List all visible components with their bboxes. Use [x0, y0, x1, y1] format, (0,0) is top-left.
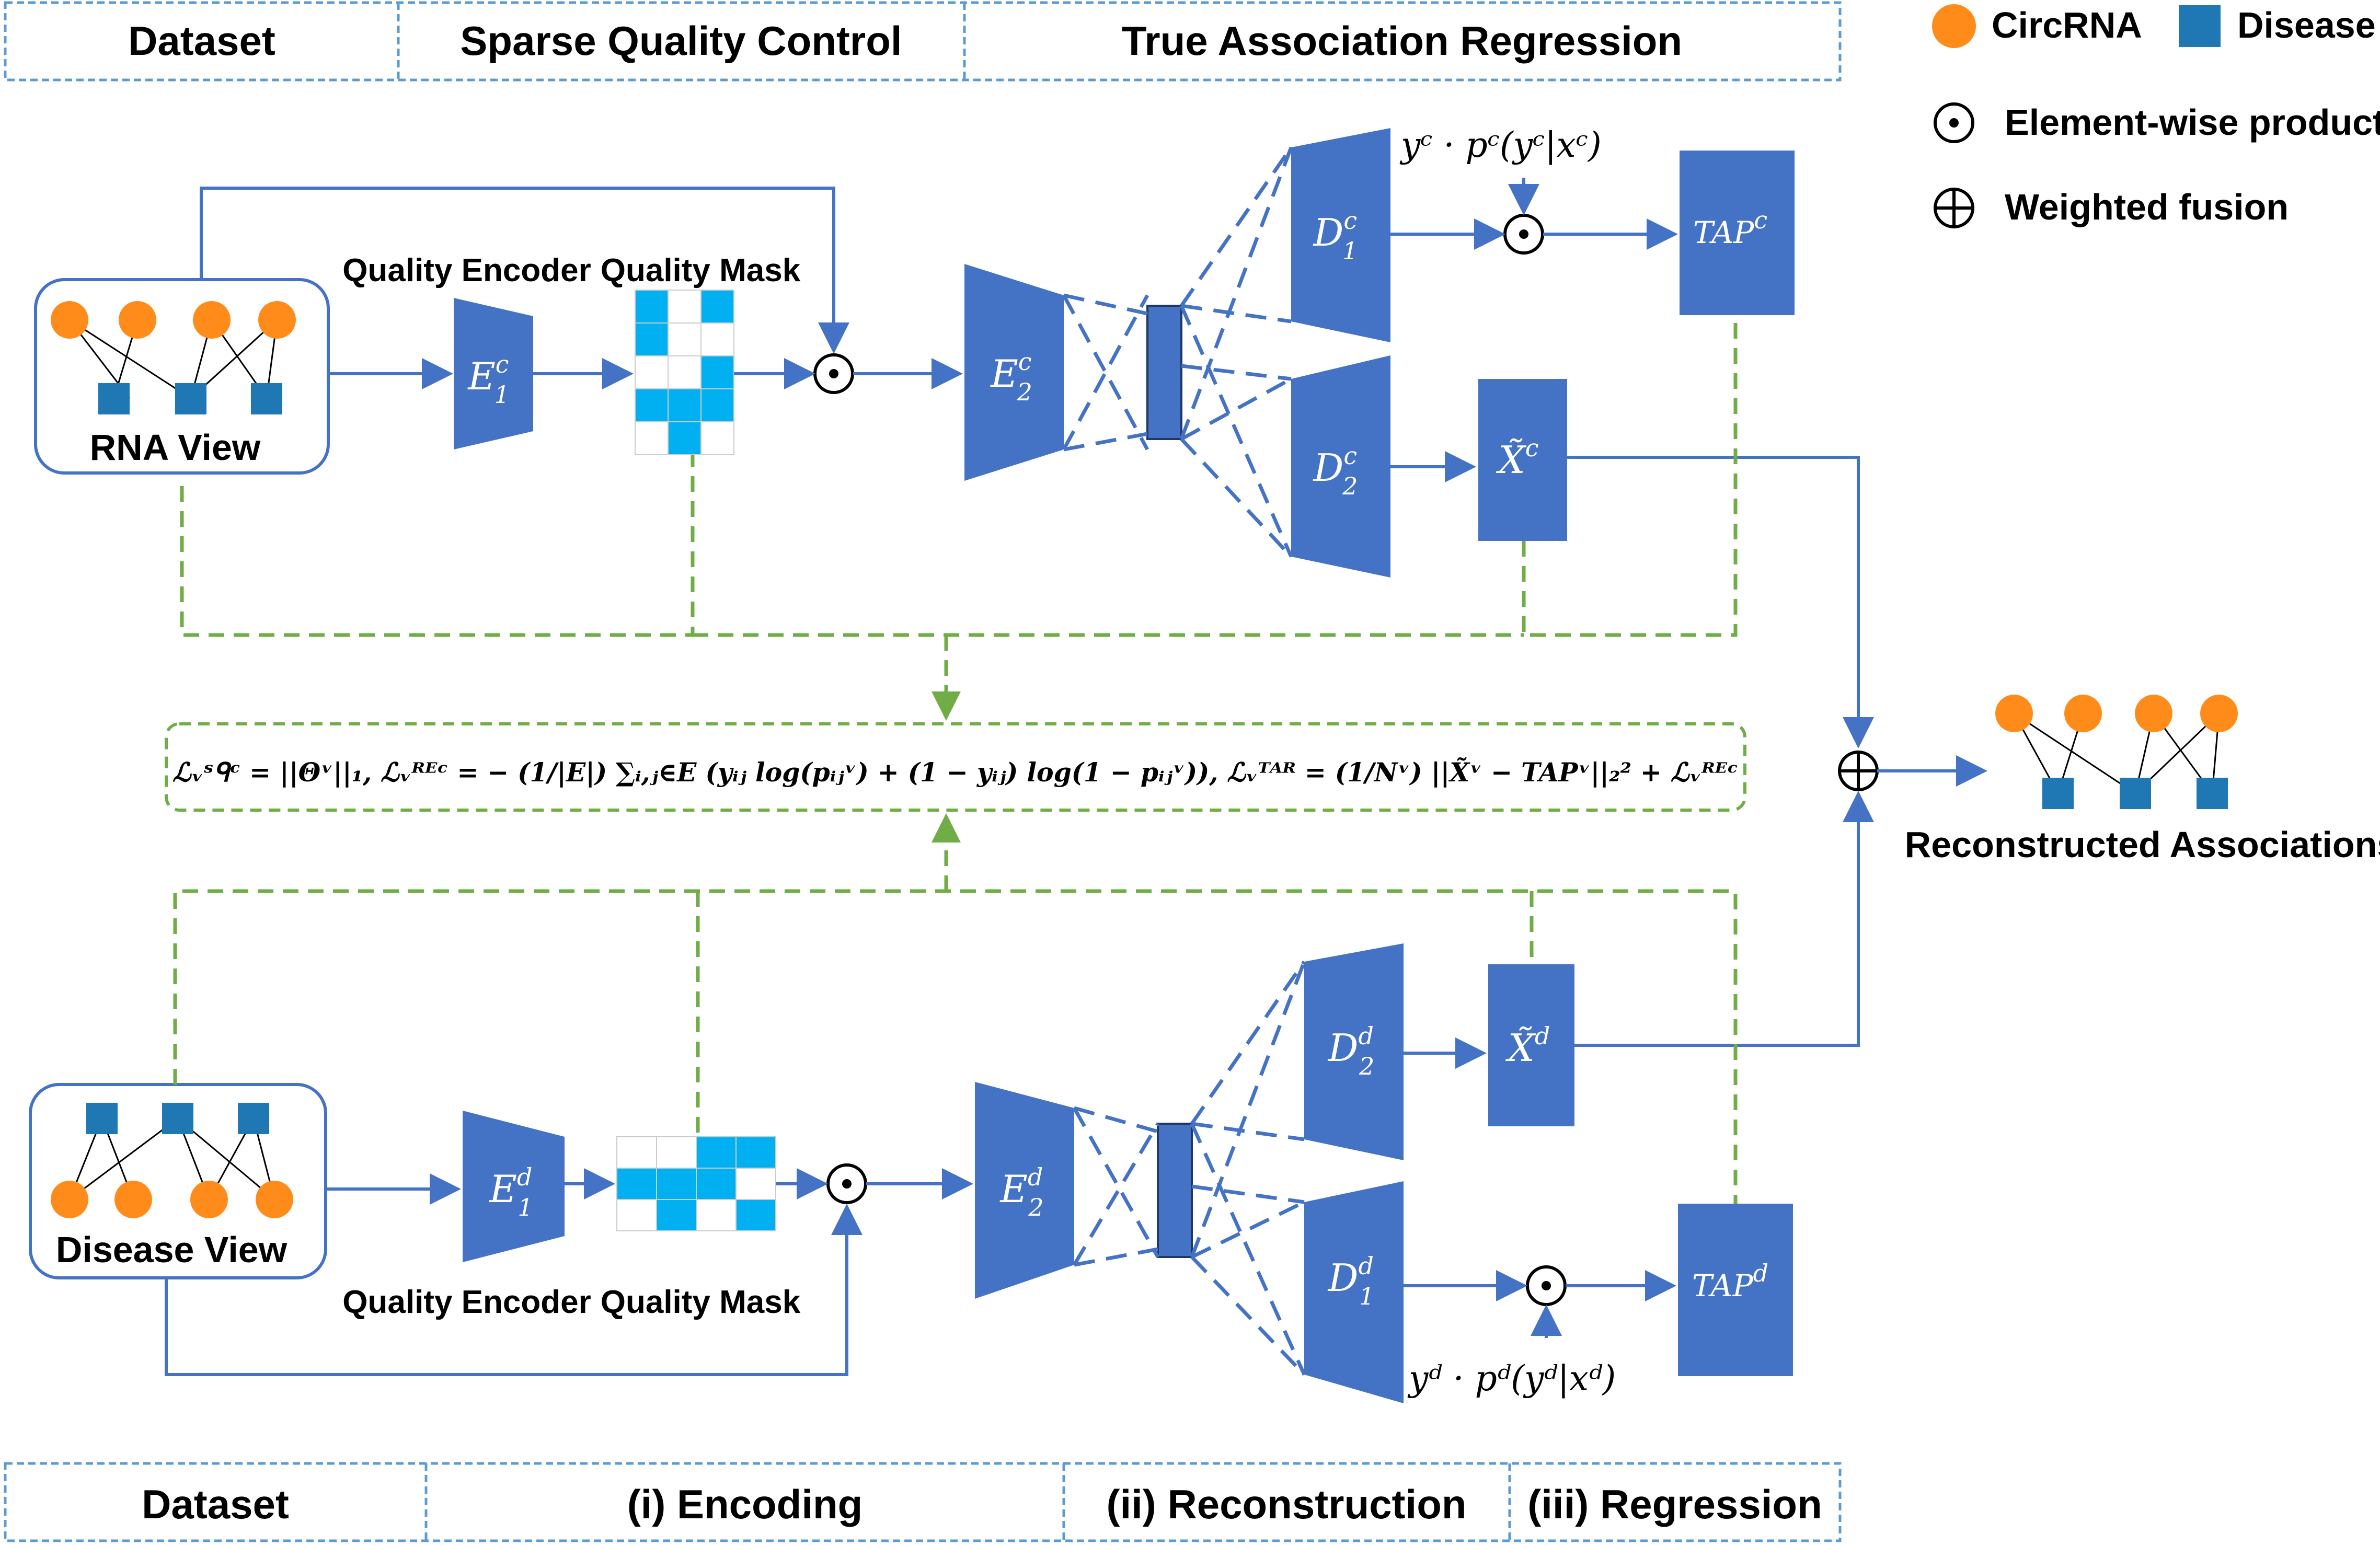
rna-dashed-links [1062, 146, 1293, 558]
disease-quality-mask [616, 1136, 776, 1231]
disease-dashed-links [1072, 961, 1306, 1376]
loss-green-links [173, 315, 1738, 1204]
rna-latent-bottleneck [1146, 305, 1182, 440]
rna-elementwise-product-node [813, 353, 854, 394]
legend-elementwise-product: Element-wise product [2005, 102, 2380, 143]
weighted-fusion-icon [1934, 188, 1974, 228]
disease-view-label: Disease View [56, 1229, 288, 1270]
loss-formula: ℒᵥˢᑫᶜ = ||Θᵛ||₁, ℒᵥᴿᴱᶜ = − (1/|E|) ∑ᵢ,ⱼ∈… [173, 757, 1738, 788]
disease-branch: Disease View Quality Encoder Quality Mas… [29, 943, 1793, 1403]
footer-reconstruction: (ii) Reconstruction [1106, 1481, 1466, 1527]
disease-reconstruction-block [1488, 964, 1574, 1126]
reconstructed-associations-label: Reconstructed Associations [1905, 824, 2380, 865]
disease-xtilde-math: X̃d [1505, 1022, 1550, 1070]
footer-dataset: Dataset [142, 1481, 289, 1527]
legend-weighted-fusion: Weighted fusion [2005, 187, 2289, 227]
disease-quality-encoder-label: Quality Encoder [342, 1284, 591, 1320]
disease-decoder-d1 [1304, 1181, 1404, 1403]
rna-arrows [200, 178, 1874, 748]
rna-view-box [34, 278, 330, 475]
disease-tap-math: TAPd [1692, 1259, 1768, 1303]
disease-arrows [165, 791, 1874, 1376]
loss-box [165, 722, 1746, 812]
rna-view-graph [51, 301, 296, 414]
disease-quality-mask-label: Quality Mask [601, 1284, 801, 1320]
legend: CircRNA Disease Element-wise product Wei… [1932, 4, 2380, 228]
disease-elementwise-product-node [826, 1163, 867, 1204]
disease-probability-term: yᵈ · pᵈ(yᵈ|xᵈ) [1407, 1358, 1616, 1399]
disease-legend-icon [2179, 5, 2221, 47]
disease-latent-bottleneck [1157, 1123, 1193, 1258]
disease-decoder-d2 [1304, 943, 1404, 1160]
rna-tap-block [1680, 151, 1795, 315]
rna-quality-mask-label: Quality Mask [601, 252, 801, 289]
rna-tap-math: TAPc [1693, 206, 1767, 250]
rna-quality-encoder-label: Quality Encoder [342, 252, 591, 289]
header-true-association-regression: True Association Regression [1122, 18, 1682, 64]
rna-tap-product-node [1503, 214, 1544, 255]
legend-circrna: CircRNA [1992, 5, 2142, 45]
rna-branch: RNA View Quality Encoder Quality Mask Ec… [34, 125, 1795, 578]
reconstructed-associations-graph [1995, 695, 2238, 809]
rna-quality-mask [635, 290, 734, 455]
header-dataset: Dataset [128, 18, 275, 64]
disease-view-graph [51, 1103, 293, 1218]
legend-disease: Disease [2237, 5, 2376, 45]
disease-encoder-e2 [975, 1082, 1074, 1299]
rna-reconstruction-block [1478, 379, 1567, 541]
header-sparse-quality-control: Sparse Quality Control [460, 18, 902, 64]
rna-encoder-e2 [964, 264, 1064, 481]
footer-regression: (iii) Regression [1527, 1481, 1822, 1527]
rna-view-label: RNA View [90, 427, 261, 468]
rna-xtilde-math: X̃c [1496, 434, 1538, 482]
top-header: Dataset Sparse Quality Control True Asso… [4, 1, 1842, 82]
disease-tap-product-node [1526, 1265, 1567, 1306]
rna-probability-term: yᶜ · pᶜ(yᶜ|xᶜ) [1399, 125, 1602, 165]
elementwise-product-icon [1934, 102, 1974, 143]
bottom-header: Dataset (i) Encoding (ii) Reconstruction… [4, 1462, 1842, 1542]
circrna-legend-icon [1932, 4, 1976, 48]
rna-decoder-d2 [1291, 355, 1390, 578]
footer-encoding: (i) Encoding [627, 1481, 863, 1527]
rna-quality-encoder-e1 [454, 298, 533, 449]
disease-quality-encoder-e1 [463, 1111, 565, 1262]
rna-decoder-d1 [1291, 128, 1390, 342]
weighted-fusion-node [1838, 751, 1879, 791]
disease-tap-block [1678, 1204, 1793, 1376]
